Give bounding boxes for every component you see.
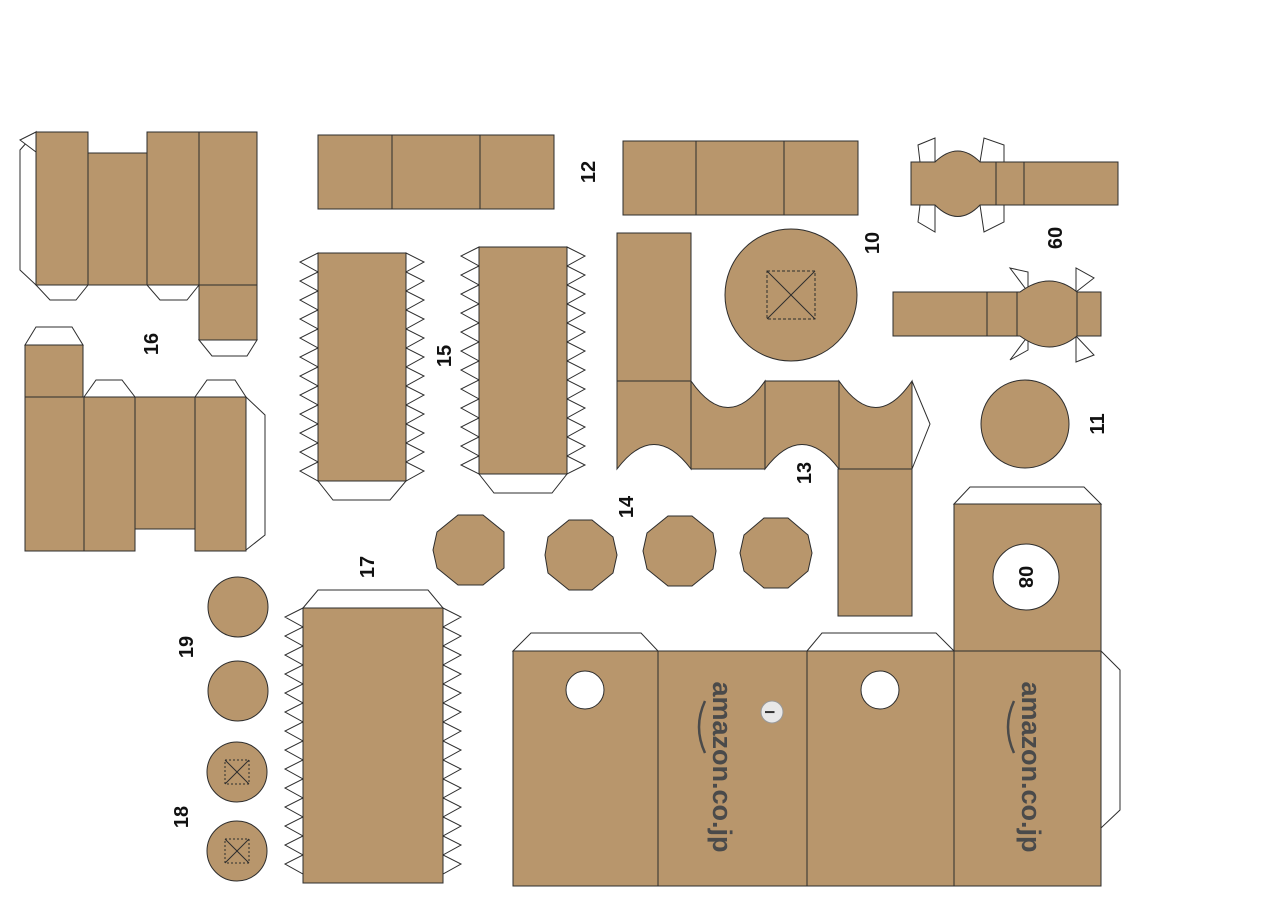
part-number-12: 12 [578, 161, 600, 183]
part-number-08: 08 [1014, 566, 1036, 588]
part-16-upper [19, 130, 258, 357]
brand-smile-icon [697, 700, 707, 754]
part-12 [317, 134, 555, 210]
part-number-13: 13 [794, 462, 816, 484]
part-number-09: 09 [1043, 227, 1065, 249]
part-16-lower [24, 326, 266, 552]
brand-logo-text: amazon.co.jp [707, 681, 737, 852]
part-11 [980, 379, 1070, 469]
marker-label: I [762, 710, 778, 714]
part-number-10: 10 [862, 232, 884, 254]
part-number-14: 14 [616, 495, 638, 518]
brand-logo-right: amazon.co.jp [1006, 681, 1046, 853]
part-14 [432, 514, 813, 591]
brand-logo-left: amazon.co.jp [697, 681, 737, 853]
part-number-19: 19 [176, 636, 198, 658]
part-09-upper [910, 137, 1119, 233]
part-19 [207, 576, 269, 722]
part-number-18: 18 [171, 806, 193, 828]
part-number-15: 15 [434, 345, 456, 367]
part-17 [283, 589, 463, 884]
part-08-box [511, 486, 1121, 887]
part-18 [206, 741, 268, 882]
part-15-right [459, 246, 587, 494]
part-number-11: 11 [1087, 413, 1109, 434]
part-number-17: 17 [357, 556, 379, 578]
part-strip-top-middle [622, 140, 859, 216]
part-10 [724, 228, 858, 362]
brand-logo-text: amazon.co.jp [1016, 681, 1046, 852]
part-number-16: 16 [141, 333, 163, 355]
brand-smile-icon [1006, 700, 1016, 754]
part-09-lower [892, 267, 1102, 363]
part-13 [616, 232, 931, 617]
part-15-left [298, 252, 426, 501]
